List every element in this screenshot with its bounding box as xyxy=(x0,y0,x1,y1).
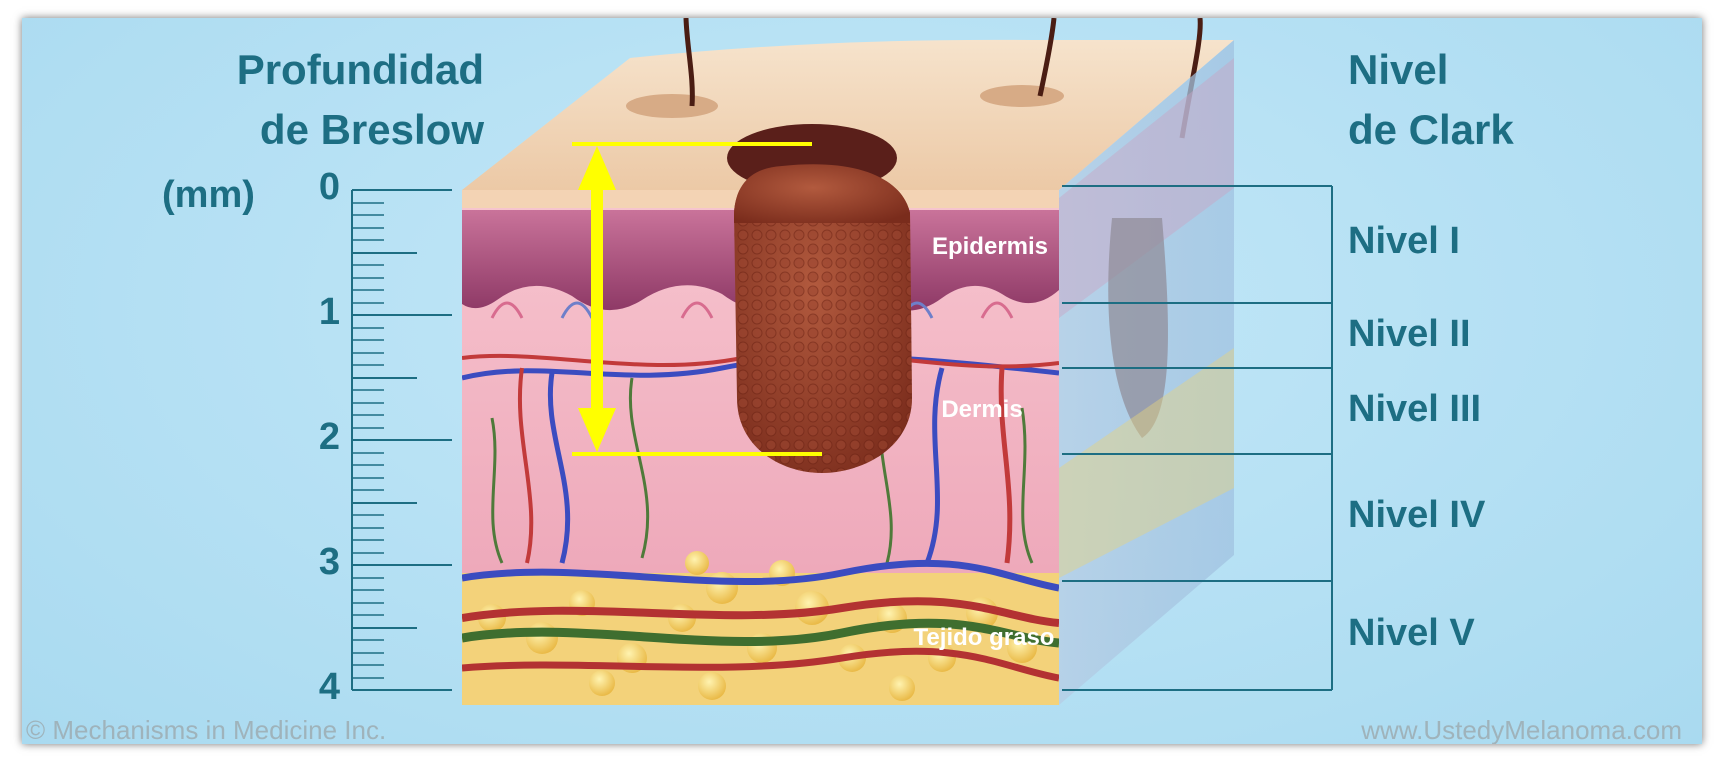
clark-level-3: Nivel III xyxy=(1348,388,1481,431)
website-link[interactable]: www.UstedyMelanoma.com xyxy=(1361,715,1682,744)
pore xyxy=(980,85,1064,107)
breslow-title-line2: de Breslow xyxy=(154,100,484,160)
breslow-tick-3: 3 xyxy=(290,541,340,584)
clark-title: Nivel de Clark xyxy=(1348,40,1648,160)
clark-level-1: Nivel I xyxy=(1348,220,1460,263)
layer-label-epidermis: Epidermis xyxy=(932,233,1048,260)
breslow-tick-0: 0 xyxy=(290,166,340,209)
clark-title-line2: de Clark xyxy=(1348,100,1648,160)
clark-level-4: Nivel IV xyxy=(1348,494,1485,537)
copyright-credit: © Mechanisms in Medicine Inc. xyxy=(26,715,386,744)
clark-level-2: Nivel II xyxy=(1348,313,1471,356)
breslow-tick-4: 4 xyxy=(290,666,340,709)
breslow-title: Profundidad de Breslow xyxy=(154,40,484,160)
figure-frame: Epidermis Dermis Tejido graso Profundida… xyxy=(22,18,1702,744)
breslow-units: (mm) xyxy=(162,174,255,217)
breslow-ruler xyxy=(352,190,452,690)
layer-label-fat: Tejido graso xyxy=(914,624,1055,651)
clark-title-line1: Nivel xyxy=(1348,40,1648,100)
breslow-tick-2: 2 xyxy=(290,416,340,459)
clark-level-5: Nivel V xyxy=(1348,612,1475,655)
pore xyxy=(626,94,718,118)
breslow-title-line1: Profundidad xyxy=(154,40,484,100)
layer-label-dermis: Dermis xyxy=(941,396,1022,423)
breslow-tick-1: 1 xyxy=(290,291,340,334)
